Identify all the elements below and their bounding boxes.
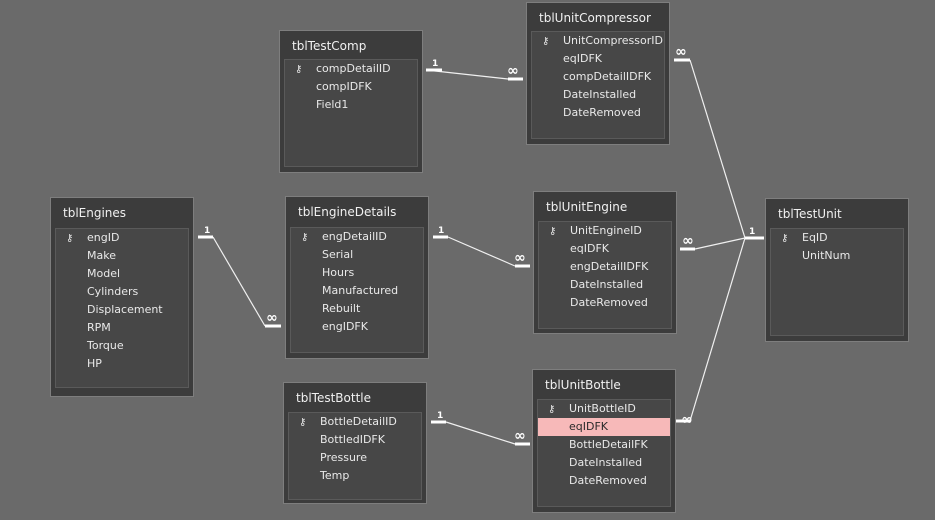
field-eqIDFK[interactable]: eqIDFK	[570, 242, 610, 255]
field-UnitNum[interactable]: UnitNum	[802, 249, 851, 262]
relationship-line-bottle[interactable]	[445, 421, 516, 445]
rel-many-label-engine: ∞	[266, 310, 278, 326]
rel-one-label-enginedetail: 1	[438, 226, 445, 236]
field-Manufactured[interactable]: Manufactured	[322, 284, 399, 297]
field-BottledIDFK[interactable]: BottledIDFK	[320, 433, 385, 446]
table-tblTestBottle[interactable]: tblTestBottle ⚷BottleDetailID BottledIDF…	[283, 382, 427, 504]
rel-many-label-bottle: ∞	[514, 428, 526, 444]
relationship-line-unit-bottle[interactable]	[689, 237, 746, 422]
field-engDetailID[interactable]: ⚷engDetailID	[291, 228, 423, 246]
field-compDetailIDFK[interactable]: compDetailIDFK	[563, 70, 652, 83]
field-compDetailID[interactable]: ⚷compDetailID	[285, 60, 417, 78]
field-BottleDetailID[interactable]: ⚷BottleDetailID	[289, 413, 421, 431]
field-Model[interactable]: Model	[87, 267, 121, 280]
key-icon: ⚷	[295, 64, 303, 75]
field-list[interactable]: ⚷engDetailID Serial Hours Manufactured R…	[290, 227, 424, 353]
rel-many-label-comp: ∞	[507, 63, 519, 79]
table-tblTestUnit[interactable]: tblTestUnit ⚷EqID UnitNum	[765, 198, 909, 342]
field-engIDFK[interactable]: engIDFK	[322, 320, 368, 333]
key-icon: ⚷	[781, 233, 789, 244]
table-title[interactable]: tblEngines	[63, 206, 127, 220]
table-tblUnitCompressor[interactable]: tblUnitCompressor ⚷UnitCompressorID eqID…	[526, 2, 670, 145]
field-Make[interactable]: Make	[87, 249, 116, 262]
field-list[interactable]: ⚷EqID UnitNum	[770, 228, 904, 336]
key-icon: ⚷	[542, 36, 550, 47]
rel-one-label-unit: 1	[749, 227, 756, 237]
table-tblUnitBottle[interactable]: tblUnitBottle ⚷UnitBottleID eqIDFK Bottl…	[532, 369, 676, 513]
key-icon: ⚷	[66, 233, 74, 244]
field-EqID[interactable]: ⚷EqID	[771, 229, 903, 247]
field-list[interactable]: ⚷UnitBottleID eqIDFK BottleDetailFK Date…	[537, 399, 671, 507]
rel-one-label-comp: 1	[432, 59, 439, 69]
field-UnitCompressorID[interactable]: ⚷UnitCompressorID	[532, 32, 664, 50]
relationship-line-enginedetail[interactable]	[447, 236, 516, 267]
field-Serial[interactable]: Serial	[322, 248, 354, 261]
key-icon: ⚷	[301, 232, 309, 243]
rel-many-label-enginedetail: ∞	[514, 250, 526, 266]
field-Displacement[interactable]: Displacement	[87, 303, 163, 316]
rel-many-label-unit-compressor: ∞	[675, 44, 687, 60]
field-DateRemoved[interactable]: DateRemoved	[569, 474, 647, 487]
field-Hours[interactable]: Hours	[322, 266, 355, 279]
field-Pressure[interactable]: Pressure	[320, 451, 367, 464]
field-Cylinders[interactable]: Cylinders	[87, 285, 139, 298]
relationship-line-unit-compressor[interactable]	[689, 59, 746, 239]
table-tblEngineDetails[interactable]: tblEngineDetails ⚷engDetailID Serial Hou…	[285, 196, 429, 359]
table-tblUnitEngine[interactable]: tblUnitEngine ⚷UnitEngineID eqIDFK engDe…	[533, 191, 677, 334]
field-BottleDetailFK[interactable]: BottleDetailFK	[569, 438, 648, 451]
field-list[interactable]: ⚷UnitEngineID eqIDFK engDetailIDFK DateI…	[538, 221, 672, 329]
rel-many-label-unit-engine: ∞	[682, 233, 694, 249]
table-title[interactable]: tblEngineDetails	[298, 205, 397, 219]
rel-one-label-bottle: 1	[437, 411, 444, 421]
field-DateInstalled[interactable]: DateInstalled	[569, 456, 643, 469]
field-HP[interactable]: HP	[87, 357, 102, 370]
field-DateRemoved[interactable]: DateRemoved	[570, 296, 648, 309]
field-DateInstalled[interactable]: DateInstalled	[570, 278, 644, 291]
table-title[interactable]: tblTestComp	[292, 39, 367, 53]
rel-one-label-engine: 1	[204, 226, 211, 236]
field-eqIDFK-selected[interactable]: eqIDFK	[538, 418, 670, 436]
table-title[interactable]: tblUnitCompressor	[539, 11, 651, 25]
field-Rebuilt[interactable]: Rebuilt	[322, 302, 361, 315]
field-eqIDFK[interactable]: eqIDFK	[563, 52, 603, 65]
field-Torque[interactable]: Torque	[87, 339, 124, 352]
field-UnitBottleID[interactable]: ⚷UnitBottleID	[538, 400, 670, 418]
table-title[interactable]: tblTestBottle	[296, 391, 371, 405]
field-engDetailIDFK[interactable]: engDetailIDFK	[570, 260, 649, 273]
key-icon: ⚷	[548, 404, 556, 415]
table-title[interactable]: tblUnitBottle	[545, 378, 621, 392]
rel-many-label-unit-bottle: ∞	[681, 412, 693, 428]
field-list[interactable]: ⚷compDetailID compIDFK Field1	[284, 59, 418, 167]
field-UnitEngineID[interactable]: ⚷UnitEngineID	[539, 222, 671, 240]
relationship-line-engine[interactable]	[212, 236, 266, 327]
field-DateInstalled[interactable]: DateInstalled	[563, 88, 637, 101]
table-title[interactable]: tblUnitEngine	[546, 200, 628, 214]
table-tblEngines[interactable]: tblEngines ⚷engID Make Model Cylinders D…	[50, 197, 194, 397]
key-icon: ⚷	[299, 417, 307, 428]
field-Temp[interactable]: Temp	[320, 469, 350, 482]
key-icon: ⚷	[549, 226, 557, 237]
field-RPM[interactable]: RPM	[87, 321, 111, 334]
table-title[interactable]: tblTestUnit	[778, 207, 842, 221]
table-tblTestComp[interactable]: tblTestComp ⚷compDetailID compIDFK Field…	[279, 30, 423, 173]
field-list[interactable]: ⚷engID Make Model Cylinders Displacement…	[55, 228, 189, 388]
field-list[interactable]: ⚷BottleDetailID BottledIDFK Pressure Tem…	[288, 412, 422, 500]
relationship-line-unit-engine[interactable]	[694, 237, 746, 250]
field-list[interactable]: ⚷UnitCompressorID eqIDFK compDetailIDFK …	[531, 31, 665, 139]
field-engID[interactable]: ⚷engID	[56, 229, 188, 247]
field-Field1[interactable]: Field1	[316, 98, 349, 111]
field-compIDFK[interactable]: compIDFK	[316, 80, 372, 93]
field-DateRemoved[interactable]: DateRemoved	[563, 106, 641, 119]
